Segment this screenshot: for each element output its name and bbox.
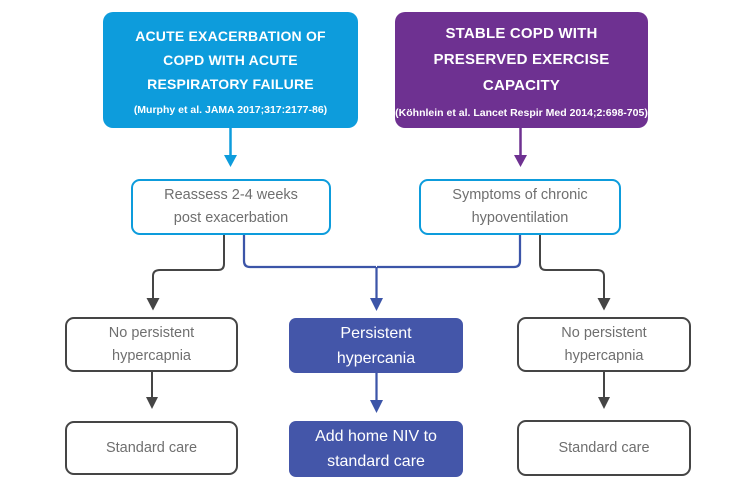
assessment-box-reassess: Reassess 2-4 weeks post exacerbation (131, 179, 331, 235)
arrowhead-left-gray-icon (146, 298, 160, 311)
outcome-box-no-hypercapnia-left: No persistent hypercapnia (65, 317, 238, 372)
connector-left-indigo (242, 235, 376, 269)
connector-right-gray (539, 235, 605, 299)
arrowhead-right-action-icon (598, 397, 610, 409)
action-box-standard-care-left: Standard care (65, 421, 238, 475)
arrowhead-right-gray-icon (597, 298, 611, 311)
connector-right-indigo (377, 235, 522, 269)
source-citation: (Köhnlein et al. Lancet Respir Med 2014;… (395, 107, 648, 119)
source-title: ACUTE EXACERBATION OF COPD WITH ACUTE RE… (135, 28, 326, 92)
arrowhead-azure-icon (224, 155, 237, 167)
arrowhead-left-action-icon (146, 397, 158, 409)
arrowhead-center-action-icon (370, 400, 383, 413)
source-citation: (Murphy et al. JAMA 2017;317:2177-86) (133, 104, 328, 116)
source-box-acute-exacerbation: ACUTE EXACERBATION OF COPD WITH ACUTE RE… (103, 12, 358, 128)
source-title: STABLE COPD WITH PRESERVED EXERCISE CAPA… (433, 25, 610, 94)
arrowhead-purple-icon (514, 155, 527, 167)
outcome-box-persistent-hypercapnia: Persistent hypercania (289, 318, 463, 373)
assessment-box-symptoms: Symptoms of chronic hypoventilation (419, 179, 621, 235)
source-box-stable-copd: STABLE COPD WITH PRESERVED EXERCISE CAPA… (395, 12, 648, 128)
action-box-home-niv: Add home NIV to standard care (289, 421, 463, 477)
arrowhead-center-indigo-icon (370, 298, 383, 311)
action-box-standard-care-right: Standard care (517, 420, 691, 476)
connector-left-gray (152, 235, 225, 299)
outcome-box-no-hypercapnia-right: No persistent hypercapnia (517, 317, 691, 372)
